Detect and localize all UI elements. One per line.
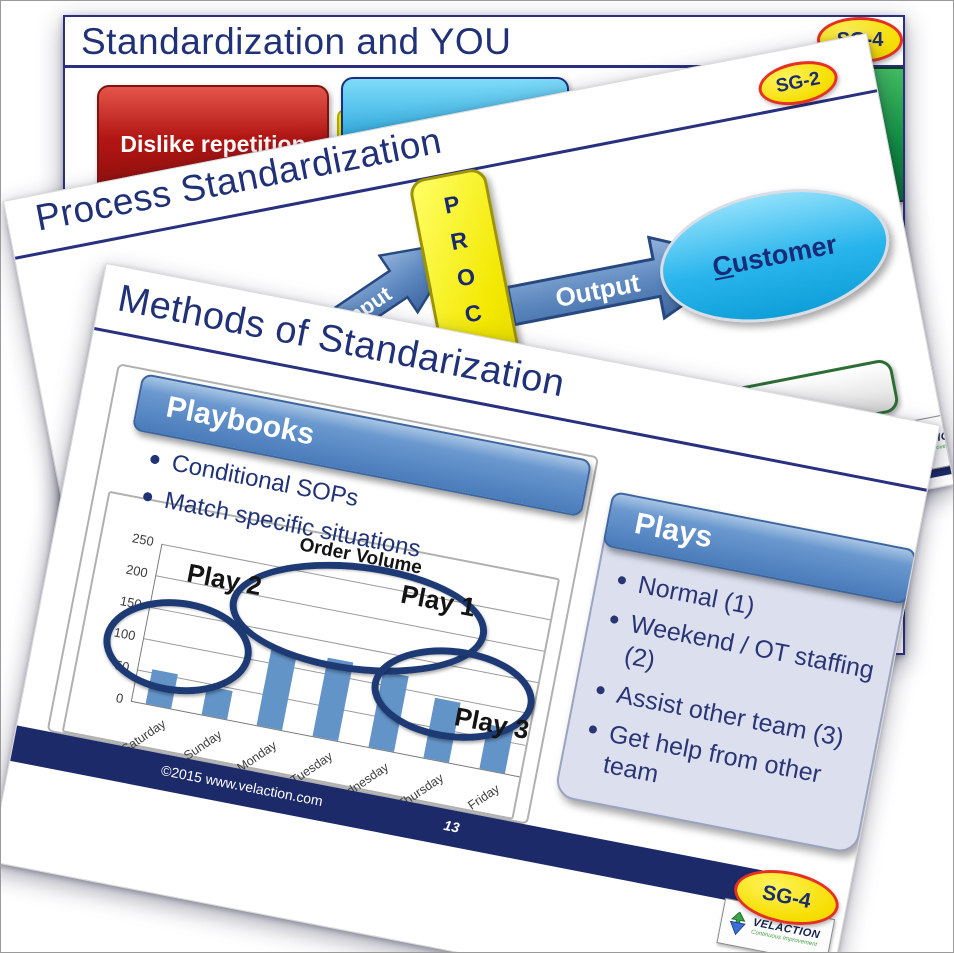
velaction-logo-front: VELACTION Continuous Improvement (716, 897, 836, 952)
y-axis-tick-label: 200 (124, 561, 150, 581)
bullet-dot (142, 491, 153, 503)
plays-header-label: Plays (631, 507, 716, 555)
bullet-dot (617, 575, 627, 585)
y-axis-tick-label: 0 (114, 690, 125, 707)
page-number: 13 (442, 816, 461, 836)
bullet-dot (149, 454, 161, 465)
sg2-badge-label: SG-2 (774, 68, 822, 98)
bullet-dot (588, 724, 598, 735)
back-title-rule (65, 65, 903, 68)
back-slide-title: Standardization and YOU (81, 21, 512, 62)
velaction-arrows-icon (724, 910, 750, 938)
slide-methods-of-standarization: Methods of Standarization Playbooks Cond… (1, 263, 941, 952)
sg2-badge: SG-2 (754, 54, 842, 112)
customer-label: Customer (709, 228, 840, 283)
y-axis-tick-label: 250 (130, 530, 156, 550)
bullet-dot (595, 685, 606, 695)
bullet-dot (609, 615, 619, 625)
sg4-badge-front-label: SG-4 (760, 881, 813, 913)
